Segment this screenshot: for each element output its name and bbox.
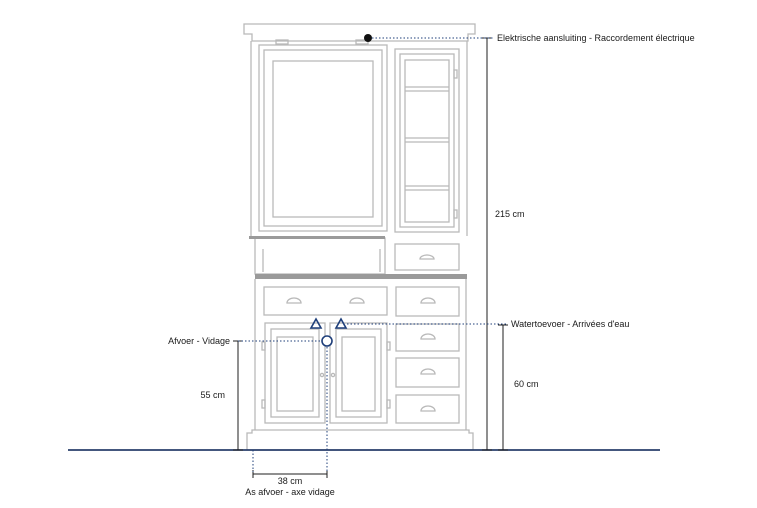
water-supply-markers <box>309 317 348 329</box>
lower-right-door <box>329 322 388 424</box>
height-water-label: 60 cm <box>514 379 539 389</box>
cornice-clip-left <box>275 39 289 45</box>
wide-drawer <box>263 286 388 316</box>
right-drawer-2 <box>395 323 460 352</box>
upper-left-door-panel <box>272 60 374 218</box>
right-drawer-1 <box>395 286 460 317</box>
shelf-band <box>249 236 385 239</box>
cabinet-cornice <box>243 23 476 42</box>
electric-connection-dot <box>364 34 372 42</box>
door-knob <box>330 372 336 378</box>
lower-left-door <box>264 322 326 424</box>
drain-axis-label: As afvoer - axe vidage <box>245 487 335 497</box>
upper-left-door <box>258 44 388 232</box>
worktop-bands <box>249 236 467 279</box>
water-supply-triangle <box>309 317 323 329</box>
drawer-handle <box>420 368 436 375</box>
leader-lines <box>238 37 506 472</box>
right-drawer-3 <box>395 357 460 388</box>
drawer-handle <box>420 333 436 340</box>
cabinet-outline <box>243 23 476 451</box>
water-supply-triangle <box>334 317 348 329</box>
electric-connection-label: Elektrische aansluiting - Raccordement é… <box>497 33 695 43</box>
drawer-handle <box>286 297 302 304</box>
upper-small-drawer <box>394 243 460 271</box>
drain-axis-distance-label: 38 cm <box>277 476 303 486</box>
drawer-handle <box>420 405 436 412</box>
height-drain-label: 55 cm <box>200 390 225 400</box>
height-total-label: 215 cm <box>495 209 525 219</box>
worktop-band <box>255 274 467 279</box>
drain-marker <box>321 335 333 347</box>
water-supply-label: Watertoevoer - Arrivées d'eau <box>511 319 630 329</box>
vitrine-door <box>394 48 460 233</box>
door-knob <box>319 372 325 378</box>
drawer-handle <box>349 297 365 304</box>
drawer-handle <box>419 254 435 260</box>
drawer-handle <box>420 297 436 304</box>
right-drawer-4 <box>395 394 460 424</box>
drain-label: Afvoer - Vidage <box>168 336 230 346</box>
open-shelf <box>254 237 386 275</box>
cabinet-plinth <box>246 429 474 451</box>
